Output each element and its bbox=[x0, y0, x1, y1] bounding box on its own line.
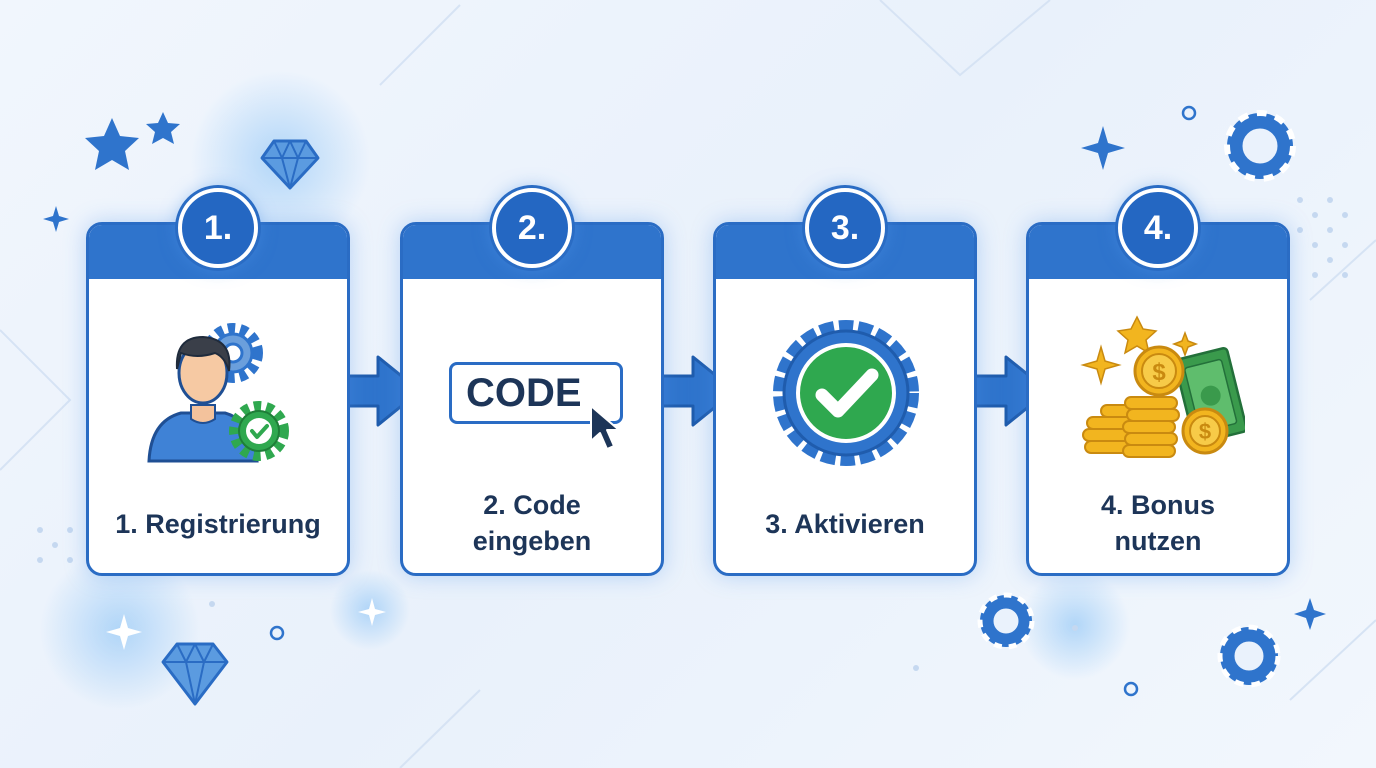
step-number-badge: 1. bbox=[178, 188, 258, 268]
step-card-code: CODE 2. Code eingeben bbox=[400, 222, 664, 576]
star-icon bbox=[85, 112, 180, 170]
step-card-activate: 3. Aktivieren bbox=[713, 222, 977, 576]
step-label-line2: eingeben bbox=[472, 526, 592, 556]
step-label: 1. Registrierung bbox=[115, 509, 321, 539]
diamond-icon bbox=[161, 139, 320, 706]
step-card-registration: 1. Registrierung bbox=[86, 222, 350, 576]
step-card-bonus: $ $ 4. Bonus nutzen bbox=[1026, 222, 1290, 576]
cursor-icon bbox=[590, 405, 620, 450]
step-label: 3. Aktivieren bbox=[765, 509, 925, 539]
step-label-line1: 2. Code bbox=[483, 490, 581, 520]
code-input-box: CODE bbox=[449, 362, 623, 424]
step-number-badge: 2. bbox=[492, 188, 572, 268]
step-label-line2: nutzen bbox=[1114, 526, 1202, 556]
coins-money-icon: $ $ bbox=[1080, 315, 1245, 458]
step-label-line1: 4. Bonus bbox=[1100, 490, 1215, 520]
step-number-badge: 3. bbox=[805, 188, 885, 268]
svg-text:$: $ bbox=[1199, 419, 1211, 444]
verified-badge-check-icon bbox=[773, 320, 919, 466]
step-number-badge: 4. bbox=[1118, 188, 1198, 268]
user-gear-check-icon bbox=[147, 323, 289, 463]
sparkle-icon bbox=[43, 126, 1326, 630]
svg-text:$: $ bbox=[1152, 359, 1166, 386]
poker-chip-icon bbox=[977, 110, 1296, 688]
code-text: CODE bbox=[466, 370, 582, 415]
